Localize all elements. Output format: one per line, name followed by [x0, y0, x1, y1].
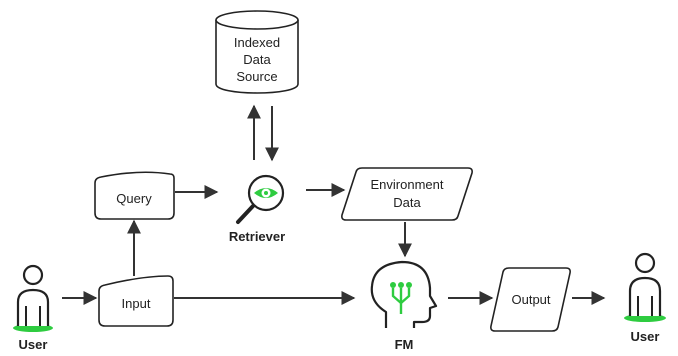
data-source-label-line2: Data — [243, 52, 271, 67]
output-label: Output — [511, 292, 550, 307]
person-icon — [624, 252, 666, 322]
magnifier-eye-icon — [236, 174, 285, 224]
data-source-node: Indexed Data Source — [215, 10, 299, 94]
environment-label-line1: Environment — [371, 177, 444, 192]
head-circuit-icon — [370, 260, 438, 328]
retriever-node: Retriever — [229, 174, 285, 244]
fm-label: FM — [395, 337, 414, 352]
user-right-node: User — [624, 252, 666, 344]
data-source-label-line3: Source — [236, 69, 277, 84]
query-label: Query — [116, 191, 152, 206]
person-icon — [13, 264, 53, 332]
fm-node: FM — [370, 260, 438, 352]
input-node: Input — [98, 275, 174, 327]
user-right-label: User — [631, 329, 660, 344]
query-node: Query — [94, 171, 175, 220]
input-label: Input — [122, 296, 151, 311]
data-source-label-line1: Indexed — [234, 35, 280, 50]
user-left-label: User — [19, 337, 48, 352]
output-node: Output — [490, 267, 571, 332]
user-left-node: User — [13, 264, 53, 352]
environment-data-node: Environment Data — [341, 167, 473, 221]
retriever-label: Retriever — [229, 229, 285, 244]
environment-label-line2: Data — [393, 195, 421, 210]
